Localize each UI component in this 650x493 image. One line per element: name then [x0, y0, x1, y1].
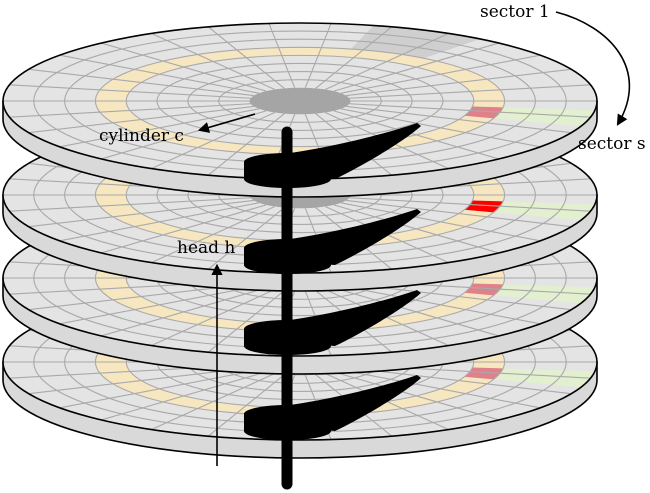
- sector-first-label: sector 1: [480, 2, 550, 22]
- sector-spoke: [315, 26, 393, 89]
- sector-wedge: [493, 284, 595, 304]
- head-arm-2: [244, 209, 421, 274]
- sector-spoke: [349, 197, 591, 212]
- sector-spoke: [207, 207, 285, 270]
- sector-spoke: [9, 103, 251, 118]
- sector-spoke: [59, 108, 260, 148]
- sector-spoke: [333, 287, 499, 337]
- sector-spoke: [151, 111, 275, 170]
- platter-stack: [2, 22, 598, 459]
- sector-spoke: [101, 371, 267, 421]
- head-arm-4: [244, 375, 421, 440]
- sector-spoke: [28, 105, 254, 134]
- sector-spoke: [151, 288, 275, 347]
- arm-blade: [274, 375, 421, 431]
- active-block: [464, 200, 504, 213]
- arm-blade: [274, 209, 421, 265]
- arm-blade: [274, 290, 421, 346]
- head-label: head h: [177, 238, 235, 258]
- sector-wedge: [493, 107, 595, 127]
- sector-spoke: [325, 288, 449, 347]
- sector-spoke: [151, 372, 275, 431]
- sector-spoke: [346, 105, 572, 134]
- sector-spoke: [9, 84, 251, 99]
- sector-spoke: [59, 54, 260, 94]
- sector-spoke: [333, 204, 499, 254]
- sector-spoke: [151, 32, 275, 91]
- sector-spoke: [340, 108, 541, 148]
- sector-spoke: [59, 285, 260, 325]
- sector-spoke: [207, 26, 285, 89]
- sector-spoke: [340, 54, 541, 94]
- platter-1: [2, 22, 598, 198]
- sector-spoke: [333, 110, 499, 160]
- block: [464, 367, 504, 380]
- sector-spoke: [207, 290, 285, 353]
- sector-last-label: sector s: [578, 134, 646, 154]
- platter-hub: [249, 87, 351, 115]
- sector-spoke: [349, 84, 591, 99]
- head-arm-1: [244, 123, 421, 188]
- sector-spoke: [325, 32, 449, 91]
- rotation-arrow: [555, 11, 631, 126]
- sector-spoke: [59, 369, 260, 409]
- sector-spoke: [340, 202, 541, 242]
- block: [464, 106, 504, 119]
- sector-spoke: [207, 374, 285, 437]
- sector-spoke: [101, 42, 267, 92]
- sector-spoke: [28, 68, 254, 97]
- sector-spoke: [101, 287, 267, 337]
- sector-wedge: [493, 368, 595, 388]
- sector-spoke: [101, 204, 267, 254]
- sector-spoke: [207, 113, 285, 176]
- sector-spoke: [268, 23, 296, 89]
- sector-spoke: [346, 366, 572, 395]
- sector-wedge: [493, 201, 595, 221]
- cylinder-label: cylinder c: [99, 126, 184, 146]
- sector-spoke: [346, 68, 572, 97]
- sector-spoke: [151, 205, 275, 264]
- cylinder-pointer-arrow: [197, 113, 256, 133]
- sector-spoke: [28, 199, 254, 228]
- sector-spoke: [9, 197, 251, 212]
- sector-spoke: [333, 371, 499, 421]
- head-arm-3: [244, 290, 421, 356]
- sector-spoke: [333, 42, 499, 92]
- sector-spoke: [340, 369, 541, 409]
- sector-spoke: [59, 202, 260, 242]
- head-arm-assembly: [244, 123, 421, 440]
- arm-blade: [274, 123, 421, 179]
- sector-spoke: [349, 103, 591, 118]
- sector-spoke: [340, 285, 541, 325]
- sector-spoke: [304, 23, 332, 89]
- sector-spoke: [346, 199, 572, 228]
- block: [464, 283, 504, 296]
